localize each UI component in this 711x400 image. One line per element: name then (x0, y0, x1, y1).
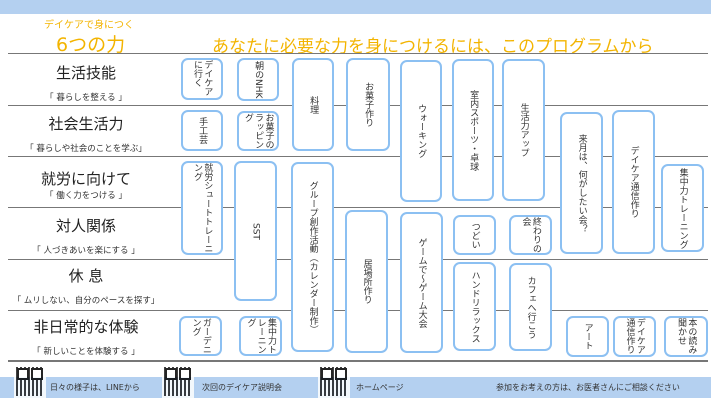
program-daycare-go[interactable]: デイケアに行く (181, 58, 223, 100)
footer-note: 参加をお考えの方は、お医者さんにご相談ください (496, 383, 680, 392)
header-subtitle: デイケアで身につく (44, 20, 134, 31)
category-relations: 対人関係「 人づきあいを楽にする 」 (32, 217, 140, 256)
category-rest: 休 息「 ムリしない、自分のペースを探す」 (12, 267, 160, 306)
category-social: 社会生活力「 暮らしや社会のことを学ぶ」 (25, 115, 147, 154)
program-art[interactable]: アート (566, 316, 609, 357)
program-life-up[interactable]: 生活力アップ (502, 59, 545, 201)
program-gardening[interactable]: ガーデニング (179, 316, 222, 356)
divider (8, 156, 708, 157)
program-cooking[interactable]: 料理 (292, 58, 334, 151)
program-group-art[interactable]: グループ創作活動（カレンダー制作） (291, 162, 334, 352)
program-game[interactable]: ゲームで～ゲーム大会 (400, 212, 443, 353)
header-title: 6つの力 (56, 34, 126, 56)
qr-code-line[interactable] (14, 365, 46, 398)
program-focus-training[interactable]: 集中力トレーニング (661, 164, 704, 252)
program-work-training[interactable]: 就労シュートトレーニング (181, 161, 223, 255)
program-wrapping[interactable]: お菓子のラッピング (237, 111, 279, 151)
footer-line-text: 日々の様子は、LINEから (50, 383, 140, 392)
program-newsletter-2[interactable]: デイケア通信作り (613, 316, 656, 357)
footer-homepage-text: ホームページ (356, 383, 404, 392)
category-work: 就労に向けて「 働く力をつける 」 (40, 170, 131, 201)
program-tsudoi[interactable]: つどい (453, 215, 496, 255)
program-ibasho[interactable]: 居場所作り (345, 210, 388, 353)
program-closing[interactable]: 終わりの会 (509, 215, 552, 255)
program-handicraft[interactable]: 手工芸 (181, 110, 223, 151)
program-sports[interactable]: 室内スポーツ・卓球 (452, 59, 494, 201)
category-experience: 非日常的な体験「 新しいことを体験する 」 (32, 318, 140, 357)
divider (8, 360, 708, 362)
qr-code-briefing[interactable] (162, 365, 194, 398)
program-walking[interactable]: ウォーキング (400, 60, 442, 202)
program-sweets[interactable]: お菓子作り (346, 58, 390, 151)
program-reading[interactable]: 本の読み聞かせ (664, 316, 708, 357)
divider (8, 53, 708, 54)
divider (8, 207, 708, 208)
headline: あなたに必要な力を身につけるには、このプログラムから (212, 37, 654, 57)
program-sst[interactable]: SST (234, 161, 277, 301)
program-newsletter[interactable]: デイケア通信作り (612, 110, 655, 254)
footer-briefing-text: 次回のデイケア説明会 (202, 383, 282, 392)
qr-code-homepage[interactable] (318, 365, 350, 398)
program-cafe[interactable]: カフェへ行こう (509, 263, 552, 351)
program-morning-nhk[interactable]: 朝のNHK (237, 58, 279, 101)
top-bar (0, 0, 711, 14)
program-hand-relax[interactable]: ハンドリラックス (453, 262, 496, 351)
category-life-skills: 生活技能「 暮らしを整える 」 (45, 64, 127, 103)
program-next-month[interactable]: 来月は、何がしたい会？ (560, 112, 603, 254)
program-focus-training-2[interactable]: 集中力トレーニング (239, 316, 282, 356)
